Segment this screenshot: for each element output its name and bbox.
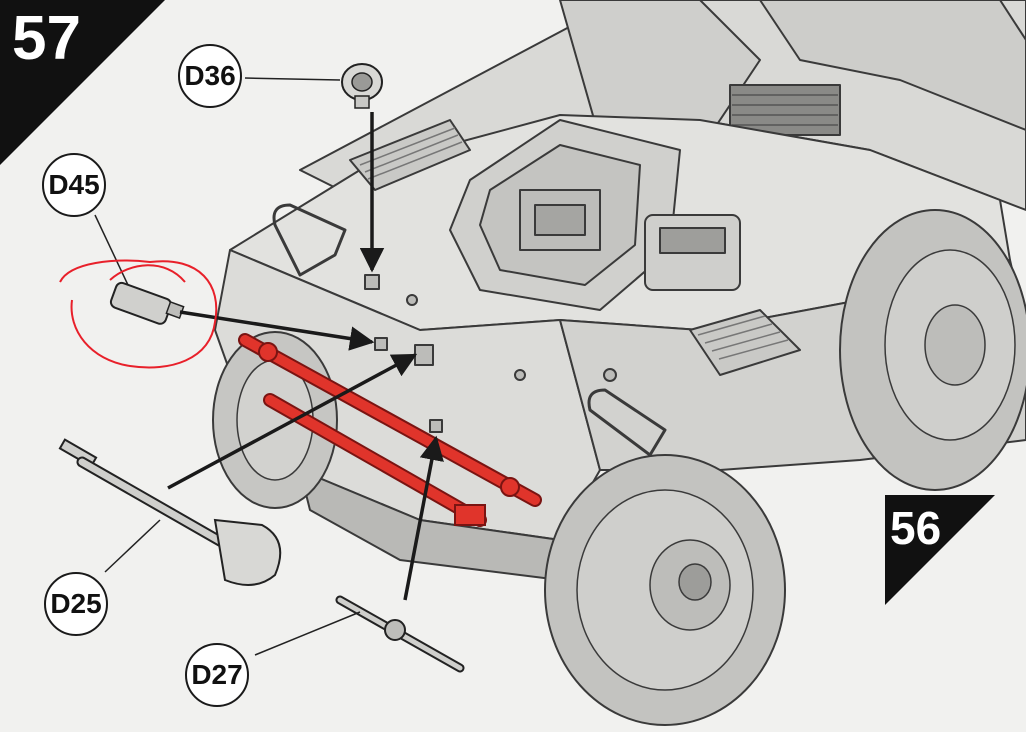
part-d36-lamp <box>341 63 383 109</box>
leader-d36 <box>244 77 341 81</box>
front-right-wheel <box>544 454 786 726</box>
highlighted-rods <box>238 333 542 527</box>
part-d45 <box>109 281 185 325</box>
annotation-circle <box>59 259 218 369</box>
callout-d27: D27 <box>185 643 249 707</box>
previous-step-number: 56 <box>890 502 942 554</box>
leader-d45 <box>94 214 129 286</box>
callout-d45: D45 <box>42 153 106 217</box>
rear-right-wheel <box>839 209 1026 491</box>
leader-d25 <box>104 519 161 573</box>
part-d25-shovel <box>58 438 282 586</box>
step-corner-tab <box>0 0 165 165</box>
annotation-scribble <box>109 264 186 283</box>
step-number: 57 <box>12 4 81 73</box>
placement-arrows <box>167 112 444 601</box>
armoured-car <box>214 0 1026 581</box>
callout-d36: D36 <box>178 44 242 108</box>
leader-d27 <box>254 611 361 656</box>
part-d27-pickaxe <box>335 595 465 673</box>
callout-d25: D25 <box>44 572 108 636</box>
previous-step-tab <box>885 495 995 605</box>
